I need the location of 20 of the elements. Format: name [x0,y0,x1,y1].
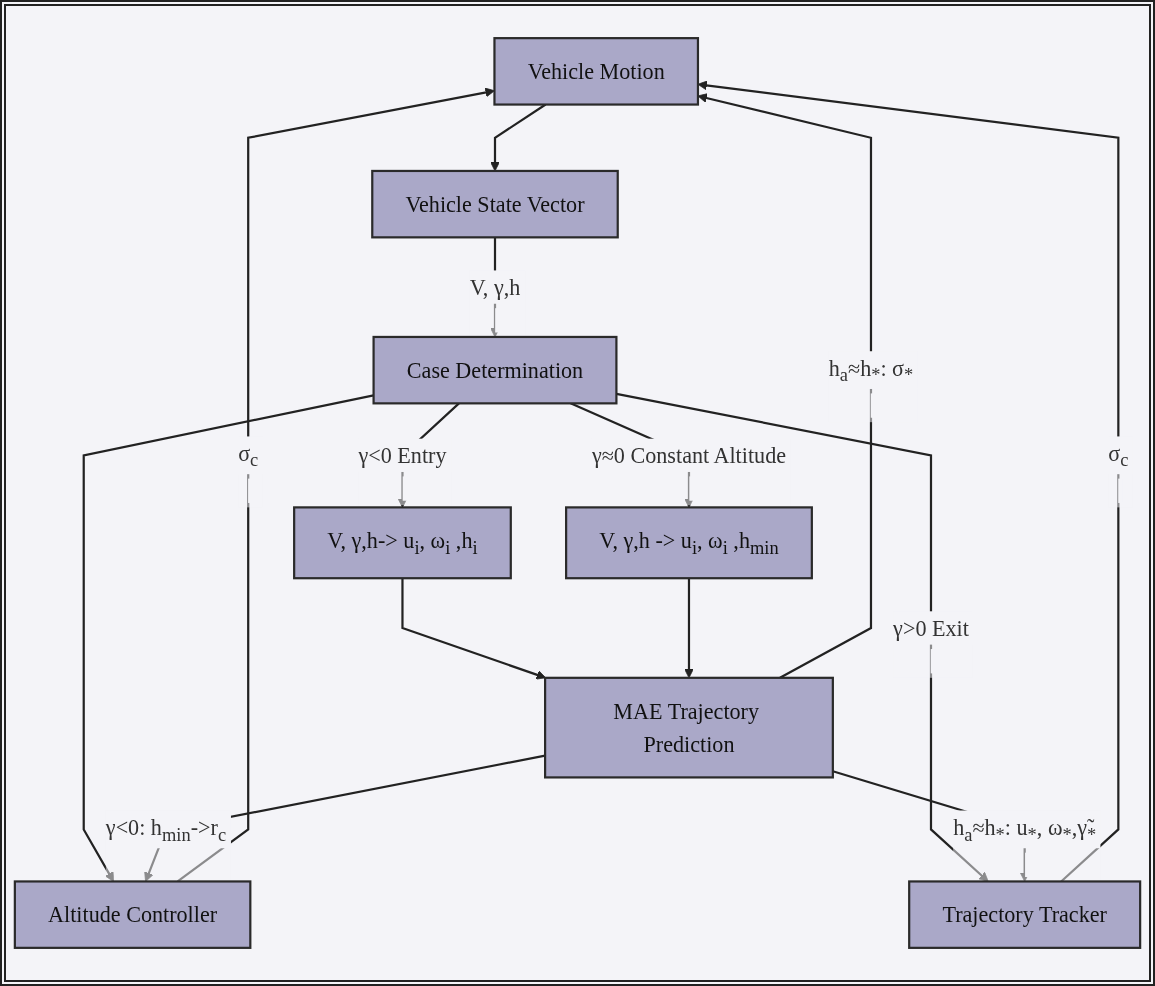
edge-label: γ<0 Entry [358,443,447,468]
node-box: V, γ,h -> u$_{i}$, ω$_{i}$ ,h$_{min}$ [565,506,813,580]
edge-label: σ$_{c}$ [1108,440,1129,471]
arrow [616,392,989,882]
edge-label: γ<0: h$_{min}$->r$_{c}$ [105,815,227,845]
node-box: MAE Trajectory Prediction [544,676,834,779]
edge-label: h$_{a}$≈h$_{*}$: σ$_{*}$ [828,355,914,386]
node-box: V, γ,h-> u$_{i}$, ω$_{i}$ ,h$_{i}$ [293,506,512,580]
edge-label: γ>0 Exit [893,615,969,641]
arrow [82,394,374,882]
node-box: Vehicle Motion [493,37,700,106]
node-box: Altitude Controller [13,880,252,949]
arrow [401,578,547,680]
node-box: Trajectory Tracker [908,880,1142,949]
edge-label: h$_{a}$≈h$_{*}$: u$_{*}$, ω$_{*}$,γ̃$_{*}$ [953,815,1097,845]
node-box: Case Determination [372,335,618,405]
edge-label: σ$_{c}$ [238,440,259,471]
edge-label: V, γ,h [469,274,521,300]
node-box: Vehicle State Vector [371,169,619,239]
edge-label: γ≈0 Constant Altitude [591,443,787,468]
